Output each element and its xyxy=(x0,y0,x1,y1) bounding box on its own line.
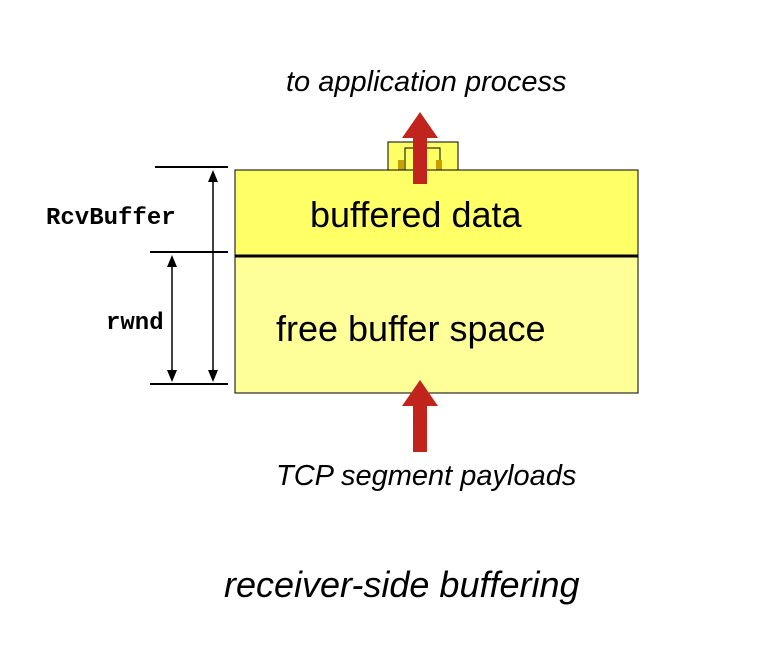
rcvbuffer-label: RcvBuffer xyxy=(46,205,176,232)
tab-segment-right xyxy=(436,160,442,170)
buffered-data-label: buffered data xyxy=(310,194,522,235)
rwnd-arrowhead-top xyxy=(167,255,177,267)
rcvbuffer-arrowhead-bottom xyxy=(208,370,218,382)
rwnd-label: rwnd xyxy=(106,310,164,337)
rwnd-arrowhead-bottom xyxy=(167,370,177,382)
tcp-segment-label: TCP segment payloads xyxy=(276,460,577,492)
diagram-caption: receiver-side buffering xyxy=(224,564,580,605)
free-buffer-space-label: free buffer space xyxy=(276,308,546,349)
app-arrow xyxy=(402,112,438,184)
free-buffer-region xyxy=(234,255,639,394)
tcp-arrow xyxy=(402,380,438,452)
to-application-label: to application process xyxy=(286,66,567,98)
rcvbuffer-arrowhead-top xyxy=(208,170,218,182)
buffered-data-region xyxy=(234,169,639,257)
tab-segment-left xyxy=(398,160,404,170)
